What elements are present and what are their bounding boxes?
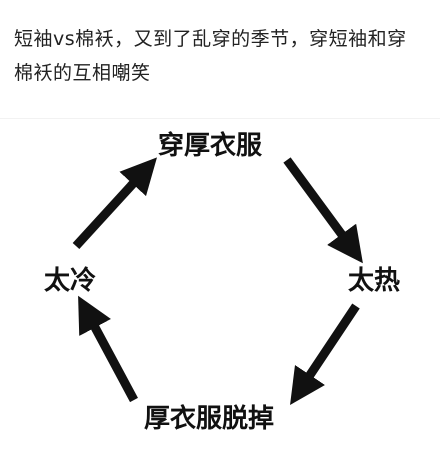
node-take-off-thick-clothes: 厚衣服脱掉	[144, 404, 275, 434]
arrow-top-to-right	[283, 157, 363, 264]
node-too-cold: 太冷	[44, 266, 97, 296]
arrow-left-to-top	[72, 157, 158, 250]
node-too-hot: 太热	[348, 266, 401, 296]
arrow-bottom-to-left	[78, 295, 138, 403]
arrow-right-to-bottom	[290, 303, 360, 405]
node-wear-thick-clothes: 穿厚衣服	[158, 131, 263, 161]
divider	[0, 118, 440, 119]
post-caption: 短袖vs棉袄，又到了乱穿的季节，穿短袖和穿棉袄的互相嘲笑	[14, 28, 407, 84]
